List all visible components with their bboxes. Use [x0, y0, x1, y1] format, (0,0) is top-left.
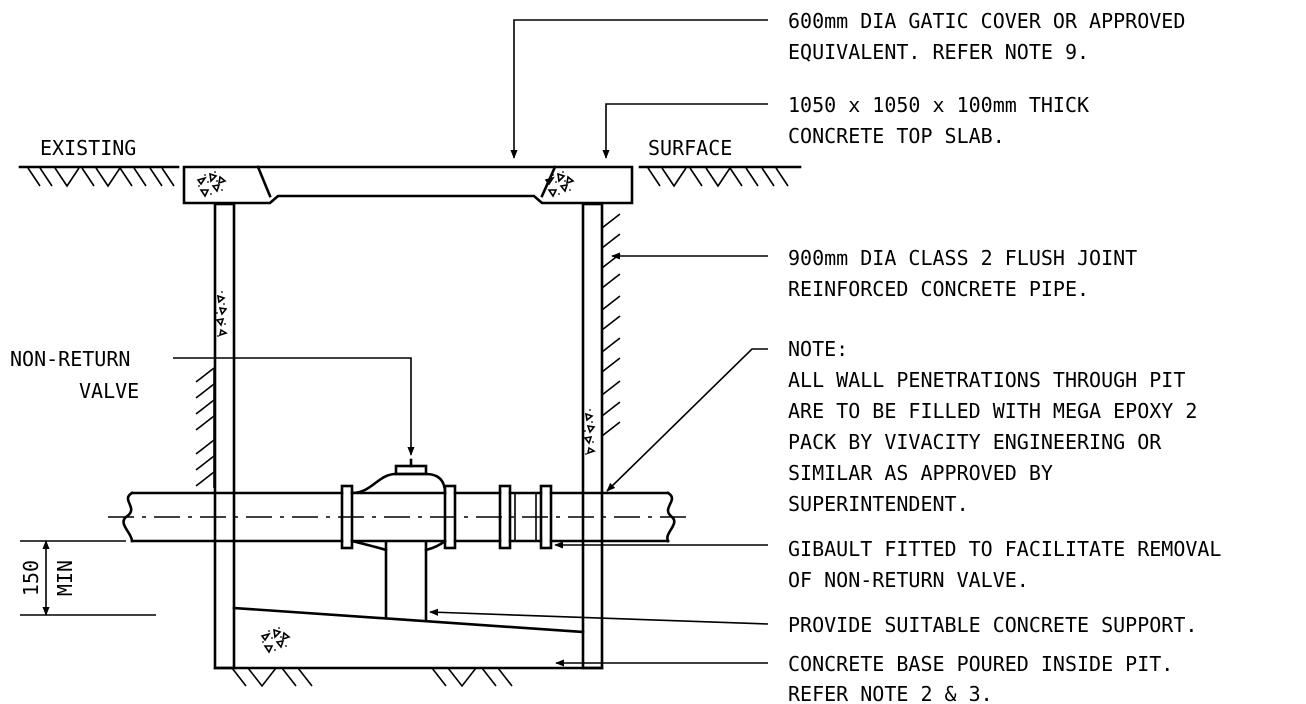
valve-callout-line-2: VALVE	[79, 379, 139, 403]
slab-callout-line-2: CONCRETE TOP SLAB.	[788, 124, 1005, 148]
concrete-base	[232, 606, 585, 653]
min-cover-dimension: 150 MIN	[19, 540, 156, 616]
surface-label: SURFACE	[648, 136, 732, 160]
backfill-hatching	[195, 213, 621, 688]
cover-callout-line-2: EQUIVALENT. REFER NOTE 9.	[788, 40, 1089, 64]
existing-label: EXISTING	[40, 136, 136, 160]
note-line-3: PACK BY VIVACITY ENGINEERING OR	[788, 430, 1162, 454]
valve-support	[384, 540, 428, 621]
note-line-4: SIMILAR AS APPROVED BY	[788, 461, 1053, 485]
support-callout: PROVIDE SUITABLE CONCRETE SUPPORT.	[788, 613, 1197, 637]
base-callout-line-2: REFER NOTE 2 & 3.	[788, 682, 993, 704]
top-slab	[182, 165, 634, 205]
leader-lines	[173, 19, 769, 667]
ground-surface	[18, 165, 802, 188]
valve-callout-line-1: NON-RETURN	[10, 347, 130, 371]
note-line-2: ARE TO BE FILLED WITH MEGA EPOXY 2	[788, 399, 1197, 423]
note-line-1: ALL WALL PENETRATIONS THROUGH PIT	[788, 368, 1185, 392]
cover-callout-line-1: 600mm DIA GATIC COVER OR APPROVED	[788, 9, 1185, 33]
pipe-callout-line-1: 900mm DIA CLASS 2 FLUSH JOINT	[788, 246, 1137, 270]
note-heading: NOTE:	[788, 337, 848, 361]
pipe-callout-line-2: REINFORCED CONCRETE PIPE.	[788, 277, 1089, 301]
pipeline	[108, 458, 690, 552]
note-line-5: SUPERINTENDENT.	[788, 492, 969, 516]
slab-callout-line-1: 1050 x 1050 x 100mm THICK	[788, 93, 1089, 117]
pit-walls	[213, 202, 604, 670]
gibault-callout-line-2: OF NON-RETURN VALVE.	[788, 568, 1029, 592]
base-callout-line-1: CONCRETE BASE POURED INSIDE PIT.	[788, 652, 1173, 676]
gibault-callout-line-1: GIBAULT FITTED TO FACILITATE REMOVAL	[788, 537, 1221, 561]
dimension-value: 150	[19, 560, 43, 596]
dimension-suffix: MIN	[53, 560, 77, 596]
